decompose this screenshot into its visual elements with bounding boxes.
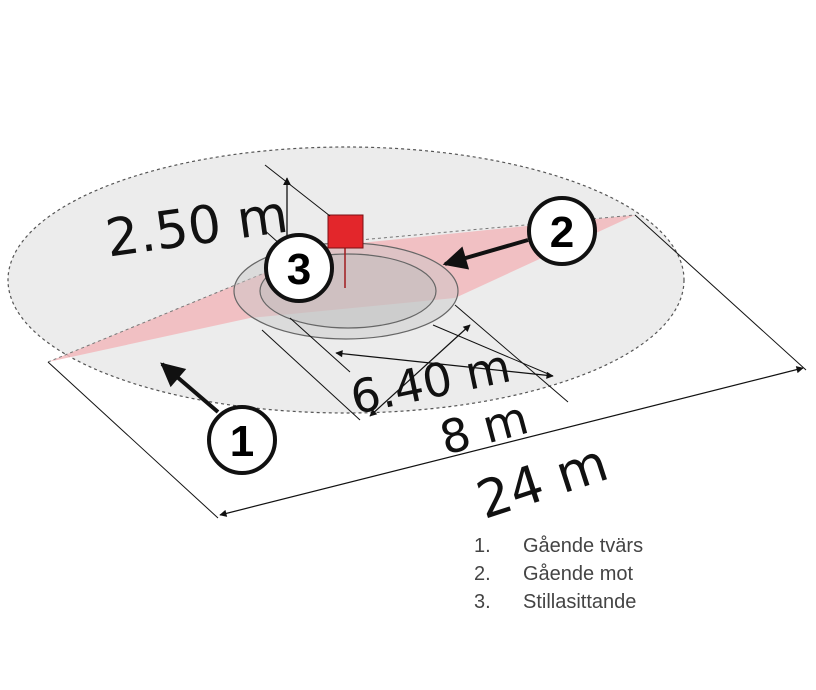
marker-1: 1 [207,405,277,475]
legend-label: Gående tvärs [523,535,644,557]
svg-text:1: 1 [230,417,254,466]
legend-number: 3. [474,591,491,613]
walk-across-arrow [160,362,220,414]
legend-item: 1. Gående tvärs [474,532,643,560]
legend-label: Gående mot [523,563,634,585]
legend-number: 2. [474,563,491,585]
svg-text:2: 2 [550,208,574,257]
legend-number: 1. [474,535,491,557]
marker-3: 3 [264,233,334,303]
legend-item: 3. Stillasittande [474,588,643,616]
walk-toward-arrow [442,238,529,270]
legend-label: Stillasittande [523,591,637,613]
legend: 1. Gående tvärs 2. Gående mot 3. Stillasitt… [474,532,643,616]
legend-item: 2. Gående mot [474,560,643,588]
sensor-icon [327,214,364,249]
svg-text:3: 3 [287,245,311,294]
marker-2: 2 [527,196,597,266]
outer-diameter-line [219,366,804,517]
